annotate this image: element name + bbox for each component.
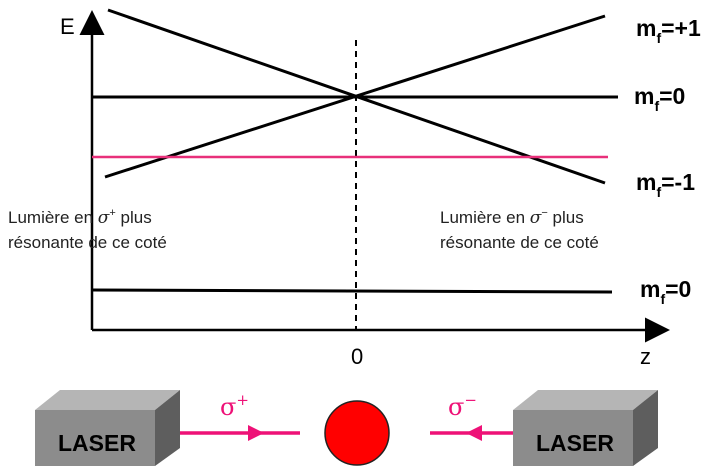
beam-left-polarization: σ+	[220, 391, 249, 421]
laser-right-side	[633, 390, 658, 466]
laser-left-face	[35, 410, 155, 466]
laser-left: LASER	[35, 390, 180, 466]
level-label-mf-minus1: mf=-1	[636, 169, 695, 200]
level-line-mf-0-lower	[91, 288, 613, 294]
y-axis-label: E	[60, 14, 75, 39]
laser-right-top	[513, 390, 658, 410]
note-left-line2: résonante de ce coté	[8, 233, 167, 252]
note-right-line1: Lumière en σ− plus	[440, 207, 584, 228]
level-label-mf-0-upper: mf=0	[634, 83, 685, 114]
laser-right: LASER	[513, 390, 658, 466]
atom	[324, 400, 390, 466]
laser-right-face	[513, 410, 633, 466]
beam-right-polarization: σ−	[448, 391, 477, 421]
origin-label: 0	[351, 344, 363, 369]
x-axis-label: z	[640, 344, 651, 369]
laser-right-label: LASER	[536, 430, 614, 456]
laser-left-side	[155, 390, 180, 466]
laser-left-label: LASER	[58, 430, 136, 456]
level-label-mf-plus1: mf=+1	[636, 15, 701, 46]
level-label-mf-0-lower: mf=0	[640, 276, 691, 307]
note-left-line1: Lumière en σ+ plus	[8, 207, 152, 228]
note-right-line2: résonante de ce coté	[440, 233, 599, 252]
beam-left-arrowhead	[248, 425, 264, 441]
beam-right-arrowhead	[466, 425, 482, 441]
laser-left-top	[35, 390, 180, 410]
